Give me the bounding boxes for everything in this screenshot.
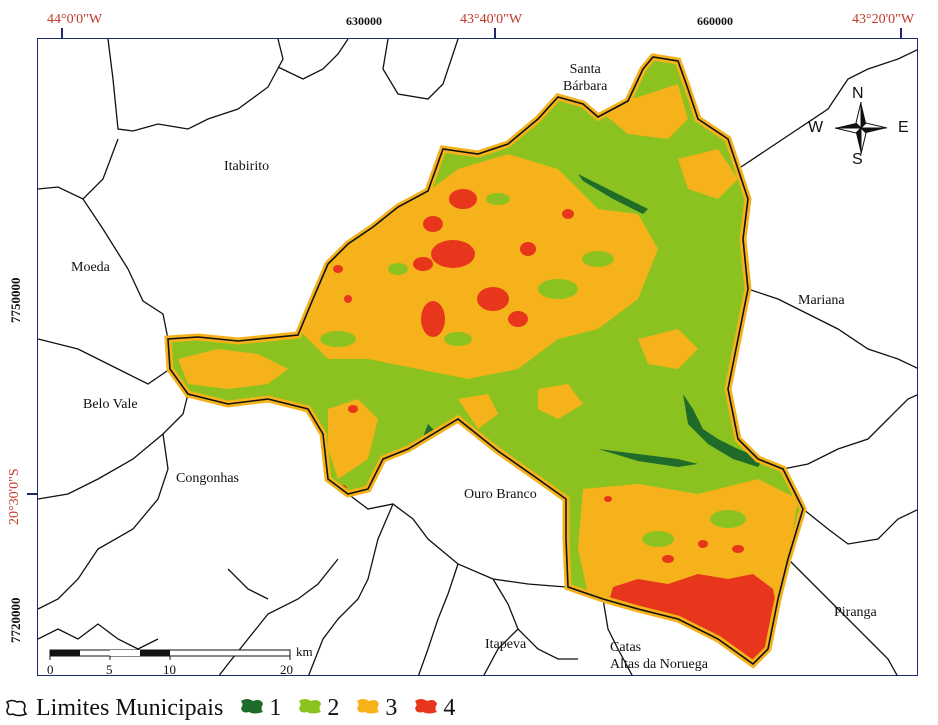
coord-top-44w: 44°0'0"W bbox=[47, 12, 103, 27]
frame-tick bbox=[27, 493, 37, 495]
coord-left-7750000: 7750000 bbox=[8, 277, 23, 324]
coord-top-43-40w: 43°40'0"W bbox=[460, 12, 523, 27]
frame-tick bbox=[61, 28, 63, 38]
place-catas-altas-da-noruega: Catas Altas da Noruega bbox=[610, 640, 708, 672]
coord-left-20-30s: 20°30'0"S bbox=[7, 468, 22, 525]
compass-rose-icon bbox=[834, 101, 888, 155]
map-canvas[interactable] bbox=[38, 39, 918, 676]
place-congonhas: Congonhas bbox=[176, 471, 239, 486]
legend-class-2-swatch bbox=[297, 695, 323, 722]
scale-unit-label: km bbox=[296, 644, 313, 659]
legend-class-4-label: 4 bbox=[443, 694, 456, 721]
municipal-boundaries bbox=[38, 39, 917, 675]
legend-class-3-label: 3 bbox=[385, 694, 398, 721]
frame-tick bbox=[900, 28, 902, 38]
coord-top-630000: 630000 bbox=[346, 14, 382, 28]
scale-tick-20: 20 bbox=[280, 662, 293, 676]
place-moeda: Moeda bbox=[71, 260, 110, 275]
compass-south-label: S bbox=[852, 151, 863, 168]
compass-north-label: N bbox=[852, 85, 864, 102]
scale-tick-5: 5 bbox=[106, 662, 113, 676]
scale-tick-10: 10 bbox=[163, 662, 176, 676]
place-belo-vale: Belo Vale bbox=[83, 397, 138, 412]
place-itapeva: Itapeva bbox=[485, 637, 527, 652]
legend-class-1-label: 1 bbox=[269, 694, 282, 721]
map-frame[interactable]: Santa Bárbara Itabirito Moeda Mariana Be… bbox=[37, 38, 918, 676]
place-santa-barbara: Santa Bárbara bbox=[563, 62, 608, 94]
coord-top-43-20w: 43°20'0"W bbox=[852, 12, 915, 27]
legend-class-2-label: 2 bbox=[327, 694, 340, 721]
map-legend: Limites Municipais 1 2 3 4 bbox=[4, 694, 455, 722]
compass-west-label: W bbox=[808, 119, 824, 136]
legend-class-4-swatch bbox=[413, 695, 439, 722]
legend-class-3-swatch bbox=[355, 695, 381, 722]
scale-bar bbox=[49, 649, 291, 660]
study-area-boundary bbox=[167, 56, 804, 666]
legend-boundary-label: Limites Municipais bbox=[36, 694, 224, 721]
coord-top-660000: 660000 bbox=[697, 14, 733, 28]
place-mariana: Mariana bbox=[798, 293, 845, 308]
legend-class-1-swatch bbox=[239, 695, 265, 722]
municipal-boundary-icon bbox=[5, 699, 28, 717]
scale-tick-0: 0 bbox=[47, 662, 54, 676]
place-ouro-branco: Ouro Branco bbox=[464, 487, 537, 502]
compass-east-label: E bbox=[898, 119, 909, 136]
place-piranga: Piranga bbox=[834, 605, 877, 620]
coord-left-7720000: 7720000 bbox=[8, 597, 23, 644]
place-itabirito: Itabirito bbox=[224, 159, 270, 174]
frame-tick bbox=[494, 28, 496, 38]
